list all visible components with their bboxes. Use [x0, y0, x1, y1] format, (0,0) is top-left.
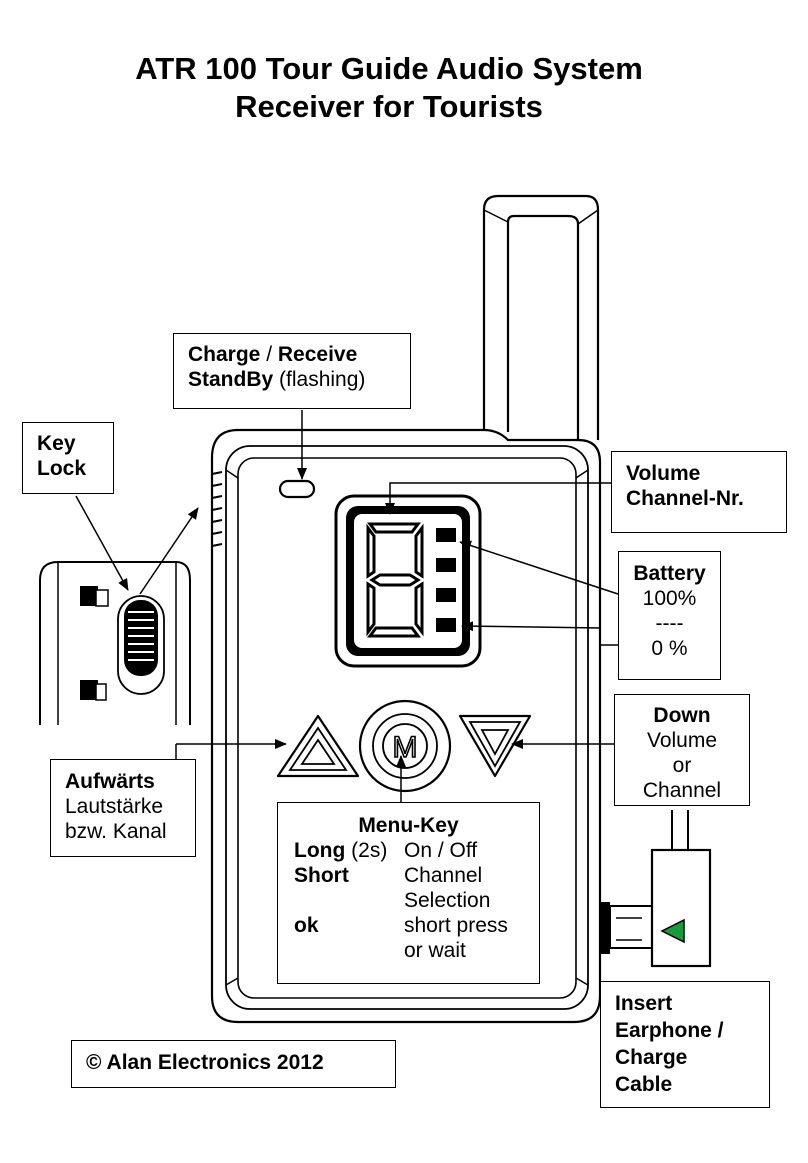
page-title: ATR 100 Tour Guide Audio System [135, 51, 643, 86]
down-label: Down Volume or Channel [614, 694, 750, 806]
charge-receive-label: Charge / Receive StandBy (flashing) [173, 333, 411, 409]
menu-row-long: Long (2s) On / Off [294, 839, 478, 862]
menu-row-ok: ok short press or wait [294, 914, 508, 962]
led-icon [278, 479, 316, 499]
up-arrow-icon [276, 714, 360, 778]
menu-row-short: Short Channel Selection [294, 864, 491, 912]
page-subtitle: Receiver for Tourists [235, 89, 543, 124]
aufwaerts-label: Aufwärts Lautstärke bzw. Kanal [50, 759, 196, 857]
lock-icon [80, 586, 98, 606]
menu-key-label: Menu-Key Long (2s) On / Off Short Channe… [277, 802, 540, 984]
menu-m-icon [358, 699, 452, 793]
copyright-label: © Alan Electronics 2012 [71, 1040, 396, 1088]
insert-earphone-label: Insert Earphone / Charge Cable [600, 981, 770, 1108]
keylock-closeup [39, 561, 191, 725]
unlock-icon [80, 680, 98, 700]
menu-button-glyph: M [393, 731, 418, 764]
digit-8 [366, 522, 424, 638]
antenna [482, 194, 600, 440]
battery-label: Battery 100% ---- 0 % [618, 551, 721, 680]
battery-bars [436, 528, 456, 632]
keylock-label: Key Lock [22, 422, 114, 494]
volume-channel-label: Volume Channel-Nr. [611, 451, 787, 533]
plug-icon [600, 810, 712, 968]
